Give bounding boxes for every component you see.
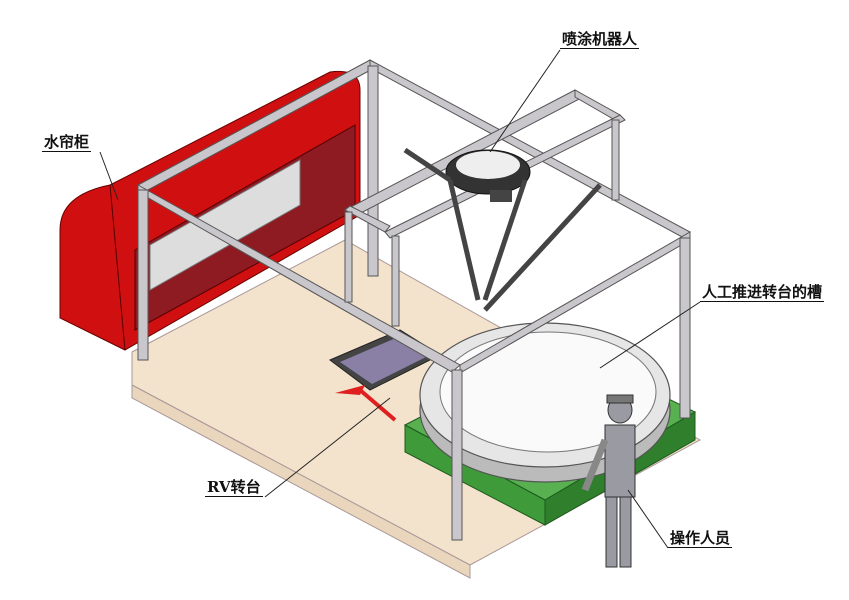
water-curtain-cabinet bbox=[59, 70, 361, 351]
label-operator: 操作人员 bbox=[668, 529, 733, 548]
spray-robot bbox=[403, 147, 602, 312]
operator-figure bbox=[581, 394, 636, 568]
leader-lines bbox=[99, 49, 701, 549]
label-spray-robot: 喷涂机器人 bbox=[560, 30, 640, 49]
floor-side bbox=[131, 384, 471, 579]
label-water-curtain-cabinet: 水帘柜 bbox=[42, 133, 92, 152]
label-rv-turntable: RV转台 bbox=[205, 478, 263, 497]
label-turntable-groove: 人工推进转台的槽 bbox=[700, 283, 825, 302]
